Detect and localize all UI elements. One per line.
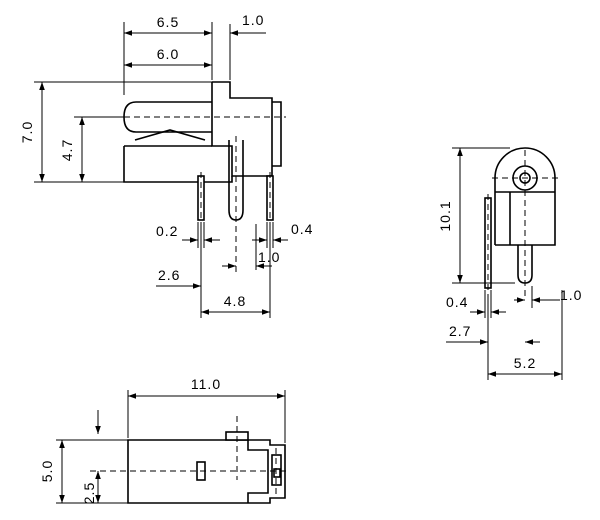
dim-side-height: 7.0: [19, 121, 35, 143]
dim-side-pin-span: 4.8: [224, 293, 246, 309]
dim-front-side-offset: 2.7: [449, 323, 471, 339]
dim-top-width: 5.0: [39, 460, 55, 482]
side-tab: [272, 101, 282, 167]
dim-front-pin-span: 5.2: [514, 355, 536, 371]
dim-side-overall-width: 6.5: [157, 14, 179, 30]
top-view: 11.0 5.0 2.5: [39, 376, 290, 504]
top-body: [127, 439, 286, 504]
dim-front-pin-width: 0.4: [446, 294, 468, 310]
front-view: 10.1 0.4 1.0 2.7 5.2: [437, 147, 582, 380]
dim-front-right-offset: 1.0: [560, 287, 582, 303]
front-center-pin: [517, 245, 533, 284]
dim-front-height: 10.1: [437, 200, 453, 231]
dim-side-front-offset: 1.0: [242, 12, 264, 28]
front-body: [494, 147, 556, 246]
side-body: [211, 81, 273, 177]
dim-side-left-pin-width: 0.2: [156, 223, 178, 239]
dim-top-center: 2.5: [81, 482, 97, 504]
side-lower-block: [123, 145, 233, 183]
dim-side-center-height: 4.7: [59, 139, 75, 161]
side-view: 6.5 6.0 1.0 7.0 4.7 0.2 0.4 1.0: [19, 12, 313, 318]
dim-top-length: 11.0: [191, 376, 221, 392]
dim-side-barrel-length: 6.0: [157, 46, 179, 62]
top-pin-right-b: [273, 468, 281, 478]
dim-side-right-pin-width: 0.4: [291, 221, 313, 237]
side-wedge: [134, 129, 206, 141]
dim-side-mid-offset: 1.0: [258, 249, 280, 265]
dim-side-pin-gap: 2.6: [158, 267, 180, 283]
